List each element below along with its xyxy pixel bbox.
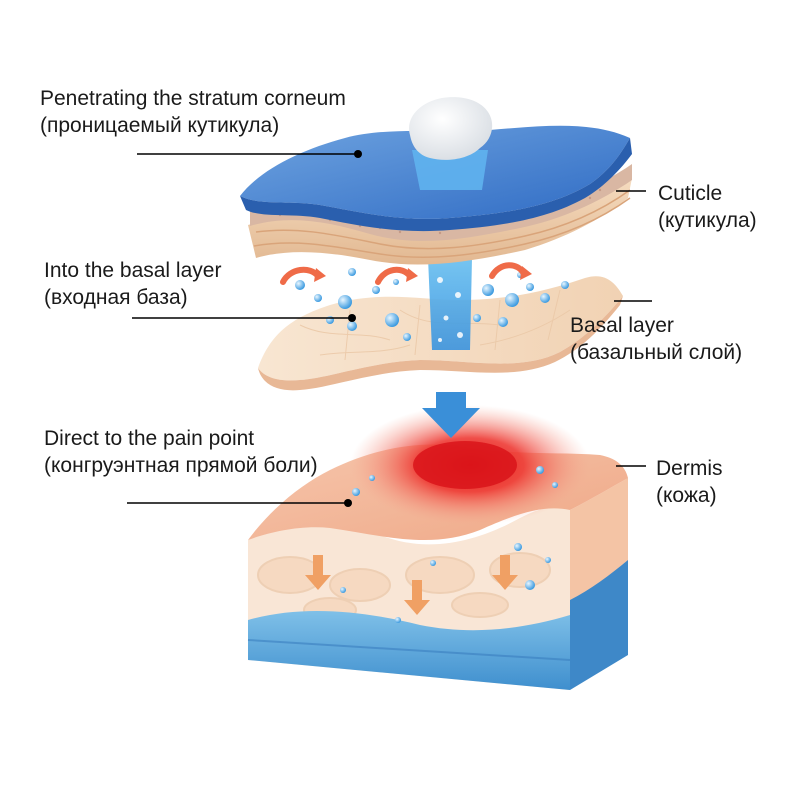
label-dermis: Dermis (кожа) [656, 455, 723, 509]
label-pain-point-en: Direct to the pain point [44, 425, 318, 452]
label-cuticle-ru: (кутикула) [658, 207, 757, 234]
label-basal-layer-en: Basal layer [570, 312, 742, 339]
label-cuticle-en: Cuticle [658, 180, 757, 207]
label-pain-point: Direct to the pain point (конгруэнтная п… [44, 425, 318, 479]
label-basal-layer-ru: (базальный слой) [570, 339, 742, 366]
label-cuticle: Cuticle (кутикула) [658, 180, 757, 234]
penetration-beam [428, 258, 472, 350]
label-dermis-ru: (кожа) [656, 482, 723, 509]
label-basal-entry-en: Into the basal layer [44, 257, 221, 284]
label-basal-layer: Basal layer (базальный слой) [570, 312, 742, 366]
label-penetrating-ru: (проницаемый кутикула) [40, 112, 346, 139]
label-penetrating: Penetrating the stratum corneum (проница… [40, 85, 346, 139]
label-penetrating-en: Penetrating the stratum corneum [40, 85, 346, 112]
label-dermis-en: Dermis [656, 455, 723, 482]
label-basal-entry: Into the basal layer (входная база) [44, 257, 221, 311]
label-pain-point-ru: (конгруэнтная прямой боли) [44, 452, 318, 479]
cream-drop-icon [409, 97, 492, 190]
label-basal-entry-ru: (входная база) [44, 284, 221, 311]
